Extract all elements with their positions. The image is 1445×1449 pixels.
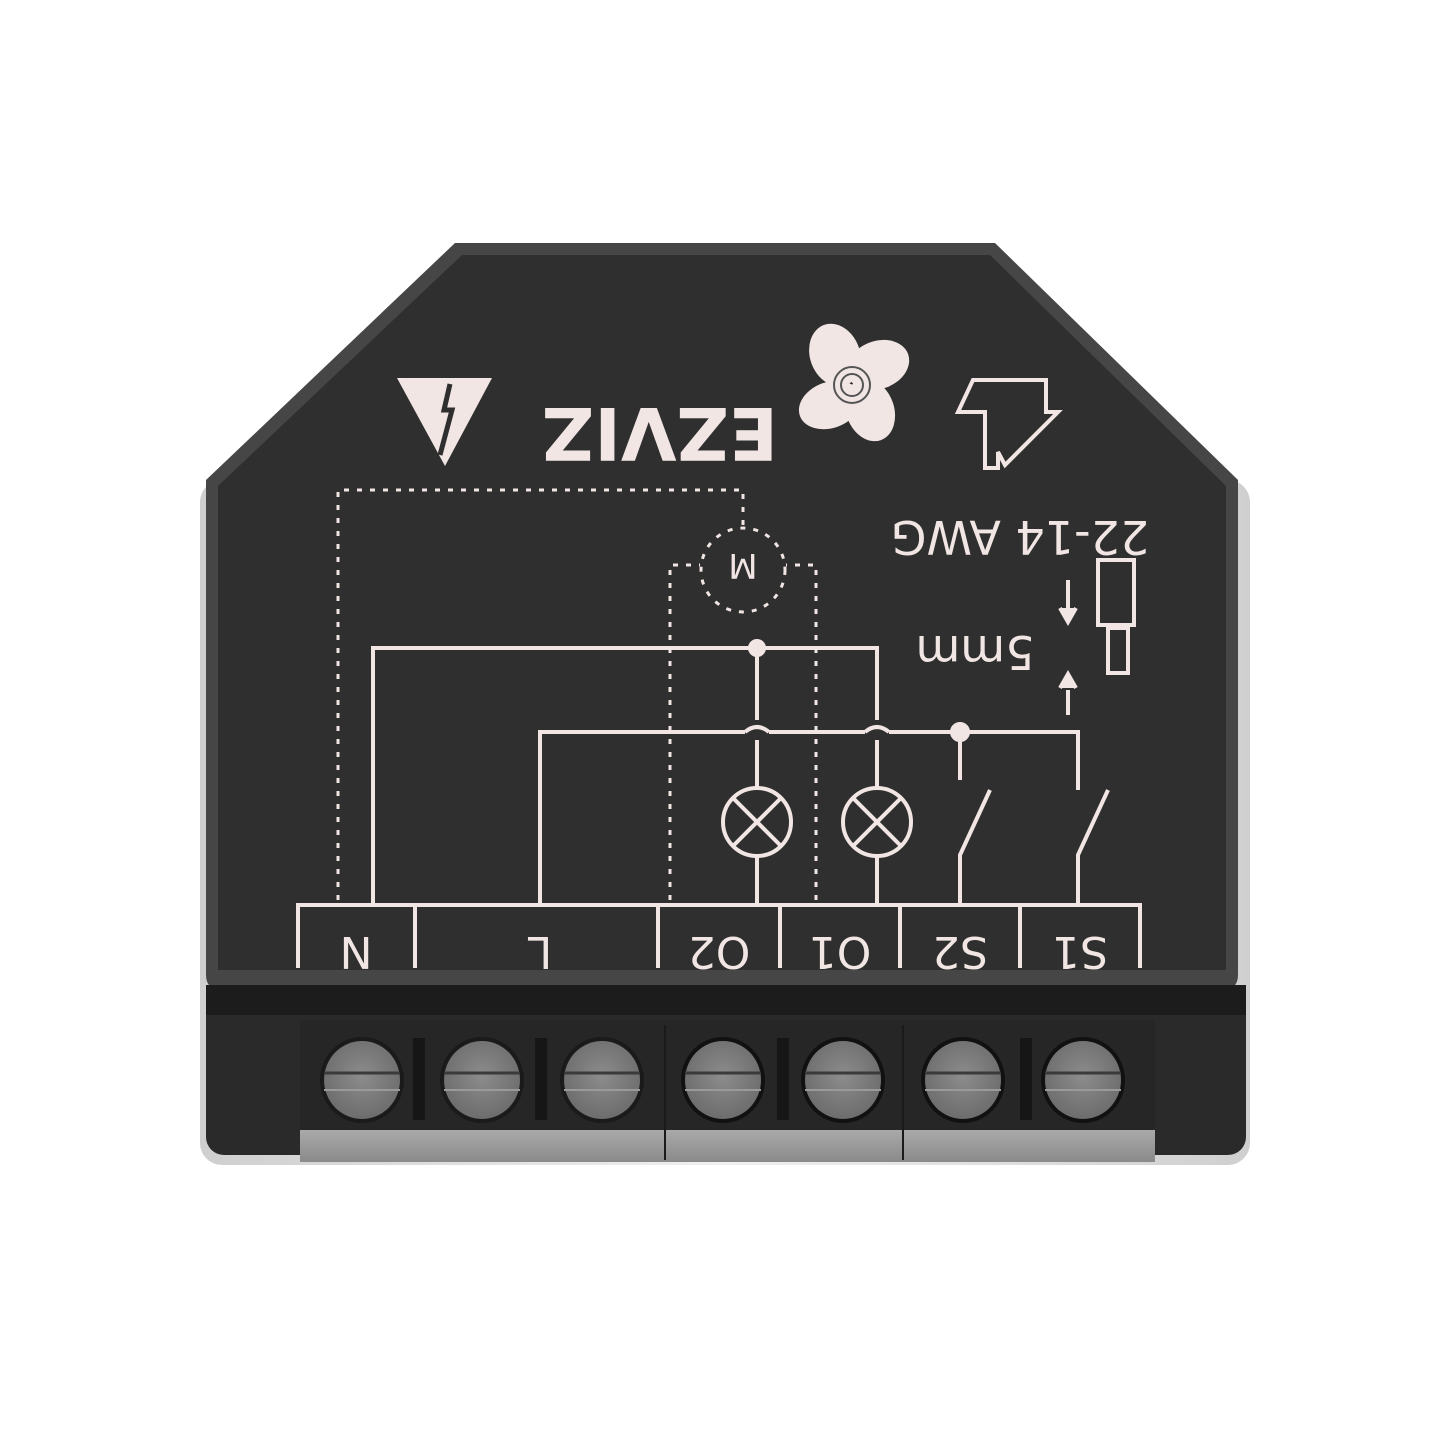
terminal-screws (320, 1037, 1125, 1123)
screw-6[interactable] (921, 1037, 1005, 1123)
terminal-label-s1: S1 (1052, 926, 1108, 977)
svg-text:EZVIZ: EZVIZ (542, 391, 778, 475)
motor-circuit (336, 488, 818, 900)
wire-insert-arrow-icon (954, 378, 1063, 470)
device-body (206, 243, 1246, 1155)
terminal-labels: N L O2 O1 S2 S1 (340, 926, 1108, 977)
motor-label: M (728, 545, 757, 585)
screw-2[interactable] (440, 1037, 524, 1123)
terminal-label-n: N (340, 926, 373, 977)
screw-5[interactable] (801, 1037, 885, 1123)
screw-7[interactable] (1041, 1037, 1125, 1123)
switch-s1-icon (1076, 789, 1110, 905)
terminal-label-s2: S2 (932, 926, 988, 977)
screw-3[interactable] (560, 1037, 644, 1123)
screw-4[interactable] (681, 1037, 765, 1123)
wire-gauge-label: 22-14 AWG (891, 510, 1149, 564)
terminal-label-o2: O2 (688, 926, 751, 977)
strip-length-icon (1058, 558, 1136, 715)
switch-s2-icon (958, 789, 992, 905)
wiring-diagram (296, 639, 1142, 968)
high-voltage-warning-icon (397, 378, 492, 466)
ezviz-fan-logo-icon (798, 323, 910, 442)
screw-1[interactable] (320, 1037, 404, 1123)
terminal-label-l: L (527, 926, 552, 977)
brand-logo: EZVIZ (542, 391, 778, 475)
terminal-label-o1: O1 (809, 926, 872, 977)
strip-length-label: 5mm (916, 625, 1035, 679)
printed-markings: EZVIZ 22-14 AWG 5mm M (296, 323, 1149, 968)
